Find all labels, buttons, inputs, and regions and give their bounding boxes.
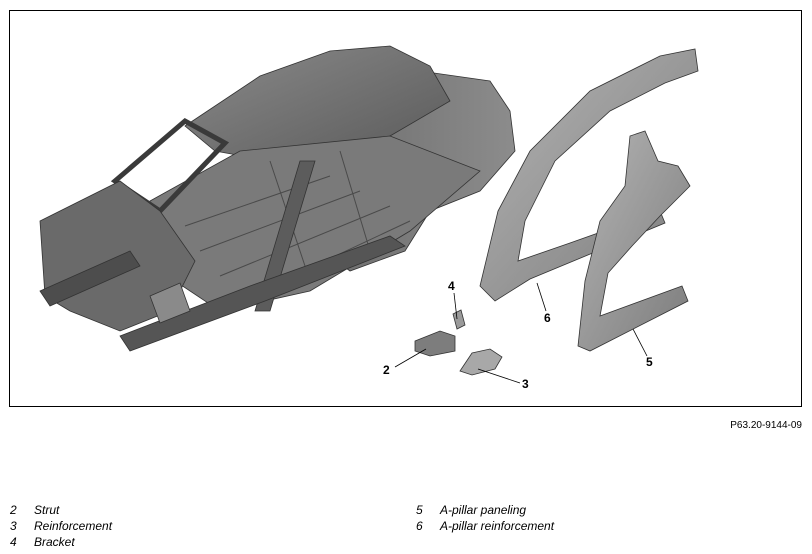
leader-line-3 — [477, 368, 521, 384]
legend-left: 2 Strut 3 Reinforcement 4 Bracket — [10, 502, 310, 550]
legend-label: A-pillar paneling — [440, 503, 527, 517]
legend-label: Strut — [34, 503, 60, 517]
body-in-white-illustration — [39, 45, 699, 384]
legend-number: 2 — [10, 503, 17, 517]
callout-3: 3 — [522, 377, 529, 391]
b-pillar — [254, 160, 316, 312]
leader-line-5 — [632, 328, 648, 357]
part-4-bracket — [452, 309, 466, 330]
car-body-shell — [39, 45, 516, 352]
leader-lines — [394, 282, 648, 384]
legend-number: 4 — [10, 535, 17, 549]
leader-line-6 — [536, 282, 547, 312]
legend-number: 3 — [10, 519, 17, 533]
legend-number: 5 — [416, 503, 423, 517]
legend-number: 6 — [416, 519, 423, 533]
callout-5: 5 — [646, 355, 653, 369]
legend-label: Reinforcement — [34, 519, 113, 533]
legend-item: 4 Bracket — [10, 534, 310, 550]
callout-4: 4 — [448, 279, 455, 293]
leader-line-4 — [453, 292, 458, 320]
part-3-reinforcement — [459, 348, 503, 376]
suspension-tower — [149, 282, 191, 324]
legend-item: 3 Reinforcement — [10, 518, 310, 534]
part-5-a-pillar-paneling — [577, 130, 691, 352]
illustration-frame: 4 2 3 6 5 — [9, 10, 802, 407]
legend-label: A-pillar reinforcement — [440, 519, 555, 533]
callout-2: 2 — [383, 363, 390, 377]
legend-item: 5 A-pillar paneling — [416, 502, 716, 518]
legend-right: 5 A-pillar paneling 6 A-pillar reinforce… — [416, 502, 716, 534]
legend-item: 6 A-pillar reinforcement — [416, 518, 716, 534]
legend-item: 2 Strut — [10, 502, 310, 518]
leader-line-2 — [394, 348, 427, 368]
figure-reference-code: P63.20-9144-09 — [730, 420, 802, 431]
callout-6: 6 — [544, 311, 551, 325]
front-longitudinal-member — [39, 250, 141, 307]
side-sill — [119, 235, 406, 352]
legend-label: Bracket — [34, 535, 75, 549]
